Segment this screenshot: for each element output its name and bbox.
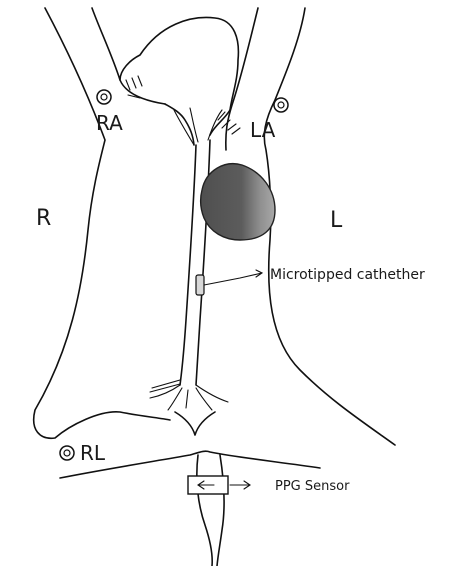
electrode-rl — [60, 446, 74, 460]
label-r: R — [36, 206, 51, 231]
label-rl: RL — [80, 441, 106, 465]
tail-left — [197, 455, 212, 566]
catheter-arrow — [204, 270, 262, 285]
pelvis-v — [175, 412, 215, 435]
vessels — [150, 108, 228, 410]
catheter-tip — [196, 275, 204, 295]
label-l: L — [330, 208, 343, 233]
label-la: LA — [250, 118, 276, 142]
body-outline-left — [34, 8, 170, 438]
label-catheter: Microtipped cathether — [270, 267, 425, 283]
label-ppg-sensor: PPG Sensor — [275, 479, 350, 494]
neck-left — [165, 104, 194, 145]
heart — [201, 164, 275, 240]
tail-right — [217, 455, 224, 566]
label-ra: RA — [96, 111, 123, 135]
electrode-la — [274, 98, 288, 112]
ppg-sensor-arrow — [230, 481, 250, 489]
electrode-ra — [97, 90, 111, 104]
